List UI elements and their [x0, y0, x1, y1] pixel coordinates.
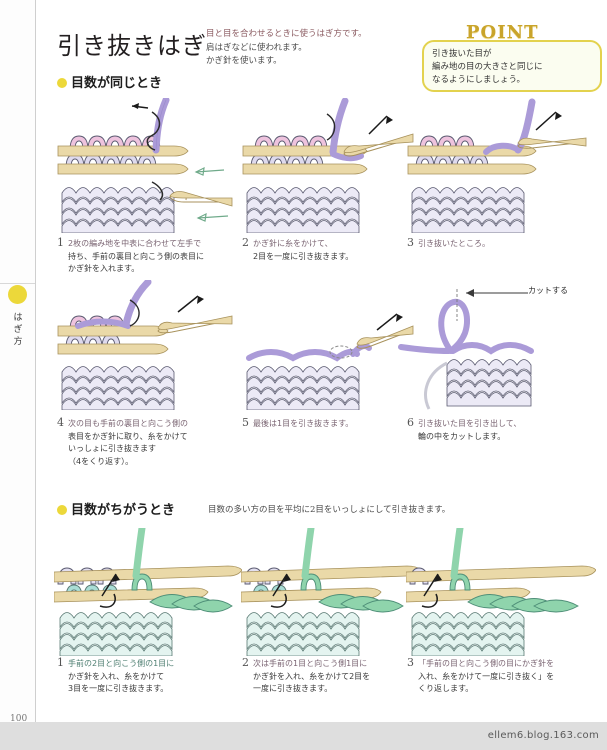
caption-step-4: 4 次の目も手前の裏目と向こう側の 表目をかぎ針に取り、糸をかけて いっしょに引… — [57, 416, 242, 468]
caption-diff-step-2: 2 次は手前の1目と向こう側1目に かぎ針を入れ、糸をかけて2目を 一度に引き抜… — [242, 656, 422, 696]
tab-divider-rule — [0, 283, 35, 284]
caption-step-6-number: 6 — [407, 416, 414, 429]
section-heading-different-count-label: 目数がちがうとき — [71, 503, 176, 518]
section-heading-same-count-label: 目数が同じとき — [71, 76, 163, 91]
caption-step-5-number: 5 — [242, 416, 249, 429]
illustration-step-5 — [241, 300, 416, 410]
chapter-tab-label: は ぎ 方 — [11, 312, 25, 348]
chapter-tab-char-1: は — [13, 313, 23, 323]
caption-step-1-number: 1 — [57, 236, 64, 249]
illustration-diff-step-1 — [54, 528, 242, 656]
caption-step-3: 3 引き抜いたところ。 — [407, 236, 592, 251]
point-label: POINT — [466, 22, 539, 43]
watermark-bar — [0, 722, 607, 750]
point-line-2: 編み地の目の大きさと同じに — [432, 62, 543, 72]
illustration-step-1 — [56, 98, 236, 233]
caption-diff-step-3-number: 3 — [407, 656, 414, 669]
page-number: 100 — [10, 714, 28, 724]
title-description-line-3: かぎ針を使います。 — [206, 56, 282, 66]
page-title: 引き抜きはぎ — [57, 32, 207, 60]
caption-step-1: 1 2枚の編み地を中表に合わせて左手で 持ち、手前の裏目と向こう側の表目に かぎ… — [57, 236, 242, 276]
illustration-diff-step-2 — [241, 528, 421, 656]
chapter-tab-char-3: 方 — [13, 337, 23, 347]
caption-diff-step-3-body: 「手前の目と向こう側の目にかぎ針を 入れ、糸をかけて一度に引き抜く」を くり返し… — [418, 659, 555, 693]
chapter-tab-dot-icon — [8, 285, 27, 304]
caption-diff-step-1-body: 手前の2目と向こう側の1目に かぎ針を入れ、糸をかけて 3目を一度に引き抜きます… — [68, 659, 175, 693]
caption-step-2: 2 かぎ針に糸をかけて、 2目を一度に引き抜きます。 — [242, 236, 417, 263]
caption-step-2-body: かぎ針に糸をかけて、 2目を一度に引き抜きます。 — [253, 239, 354, 261]
illustration-step-4 — [56, 280, 236, 410]
cut-annotation-arrow — [456, 285, 531, 301]
title-description-line-2: 肩はぎなどに使われます。 — [206, 42, 307, 53]
illustration-step-2 — [241, 98, 416, 233]
caption-diff-step-2-number: 2 — [242, 656, 249, 669]
caption-step-4-body: 次の目も手前の裏目と向こう側の 表目をかぎ針に取り、糸をかけて いっしょに引き抜… — [68, 419, 188, 466]
title-description: 目と目を合わせるときに使うはぎ方です。 肩はぎなどに使われます。 かぎ針を使いま… — [206, 28, 367, 69]
cut-annotation-label: カットする — [528, 286, 568, 295]
section-heading-same-count: 目数が同じとき — [57, 72, 162, 91]
caption-diff-step-1-number: 1 — [57, 656, 64, 669]
point-callout-text: 引き抜いた目が 編み地の目の大きさと同じに なるようにしましょう。 — [432, 48, 602, 87]
caption-step-3-number: 3 — [407, 236, 414, 249]
caption-diff-step-3: 3 「手前の目と向こう側の目にかぎ針を 入れ、糸をかけて一度に引き抜く」を くり… — [407, 656, 602, 696]
caption-step-1-body: 2枚の編み地を中表に合わせて左手で 持ち、手前の裏目と向こう側の表目に かぎ針を… — [68, 239, 204, 273]
illustration-diff-step-3 — [406, 528, 596, 656]
page-content: 引き抜きはぎ 目と目を合わせるときに使うはぎ方です。 肩はぎなどに使われます。 … — [36, 0, 607, 722]
title-description-line-1: 目と目を合わせるときに使うはぎ方です。 — [206, 29, 367, 39]
illustration-step-6 — [391, 285, 591, 410]
caption-step-5-body: 最後は1目を引き抜きます。 — [253, 419, 354, 428]
caption-step-2-number: 2 — [242, 236, 249, 249]
point-callout-box — [422, 40, 602, 92]
caption-step-3-body: 引き抜いたところ。 — [418, 239, 490, 248]
left-margin: は ぎ 方 — [0, 0, 36, 722]
point-line-1: 引き抜いた目が — [432, 49, 492, 59]
caption-diff-step-1: 1 手前の2目と向こう側の1目に かぎ針を入れ、糸をかけて 3目を一度に引き抜き… — [57, 656, 242, 696]
caption-step-6: 6 引き抜いた目を引き出して、 輪の中をカットします。 — [407, 416, 597, 443]
caption-step-6-body: 引き抜いた目を引き出して、 輪の中をカットします。 — [418, 419, 522, 441]
bullet-dot-icon-2 — [57, 505, 67, 515]
section-note-different-count: 目数の多い方の目を平均に2目をいっしょにして引き抜きます。 — [208, 505, 451, 515]
point-line-3: なるようにしましょう。 — [432, 75, 525, 85]
caption-step-4-number: 4 — [57, 416, 64, 429]
watermark-text: ellem6.blog.163.com — [487, 730, 599, 741]
bullet-dot-icon — [57, 78, 67, 88]
illustration-step-3 — [406, 98, 591, 233]
caption-diff-step-2-body: 次は手前の1目と向こう側1目に かぎ針を入れ、糸をかけて2目を 一度に引き抜きま… — [253, 659, 371, 693]
chapter-tab-char-2: ぎ — [13, 325, 23, 335]
caption-step-5: 5 最後は1目を引き抜きます。 — [242, 416, 417, 431]
section-heading-different-count: 目数がちがうとき — [57, 499, 175, 518]
